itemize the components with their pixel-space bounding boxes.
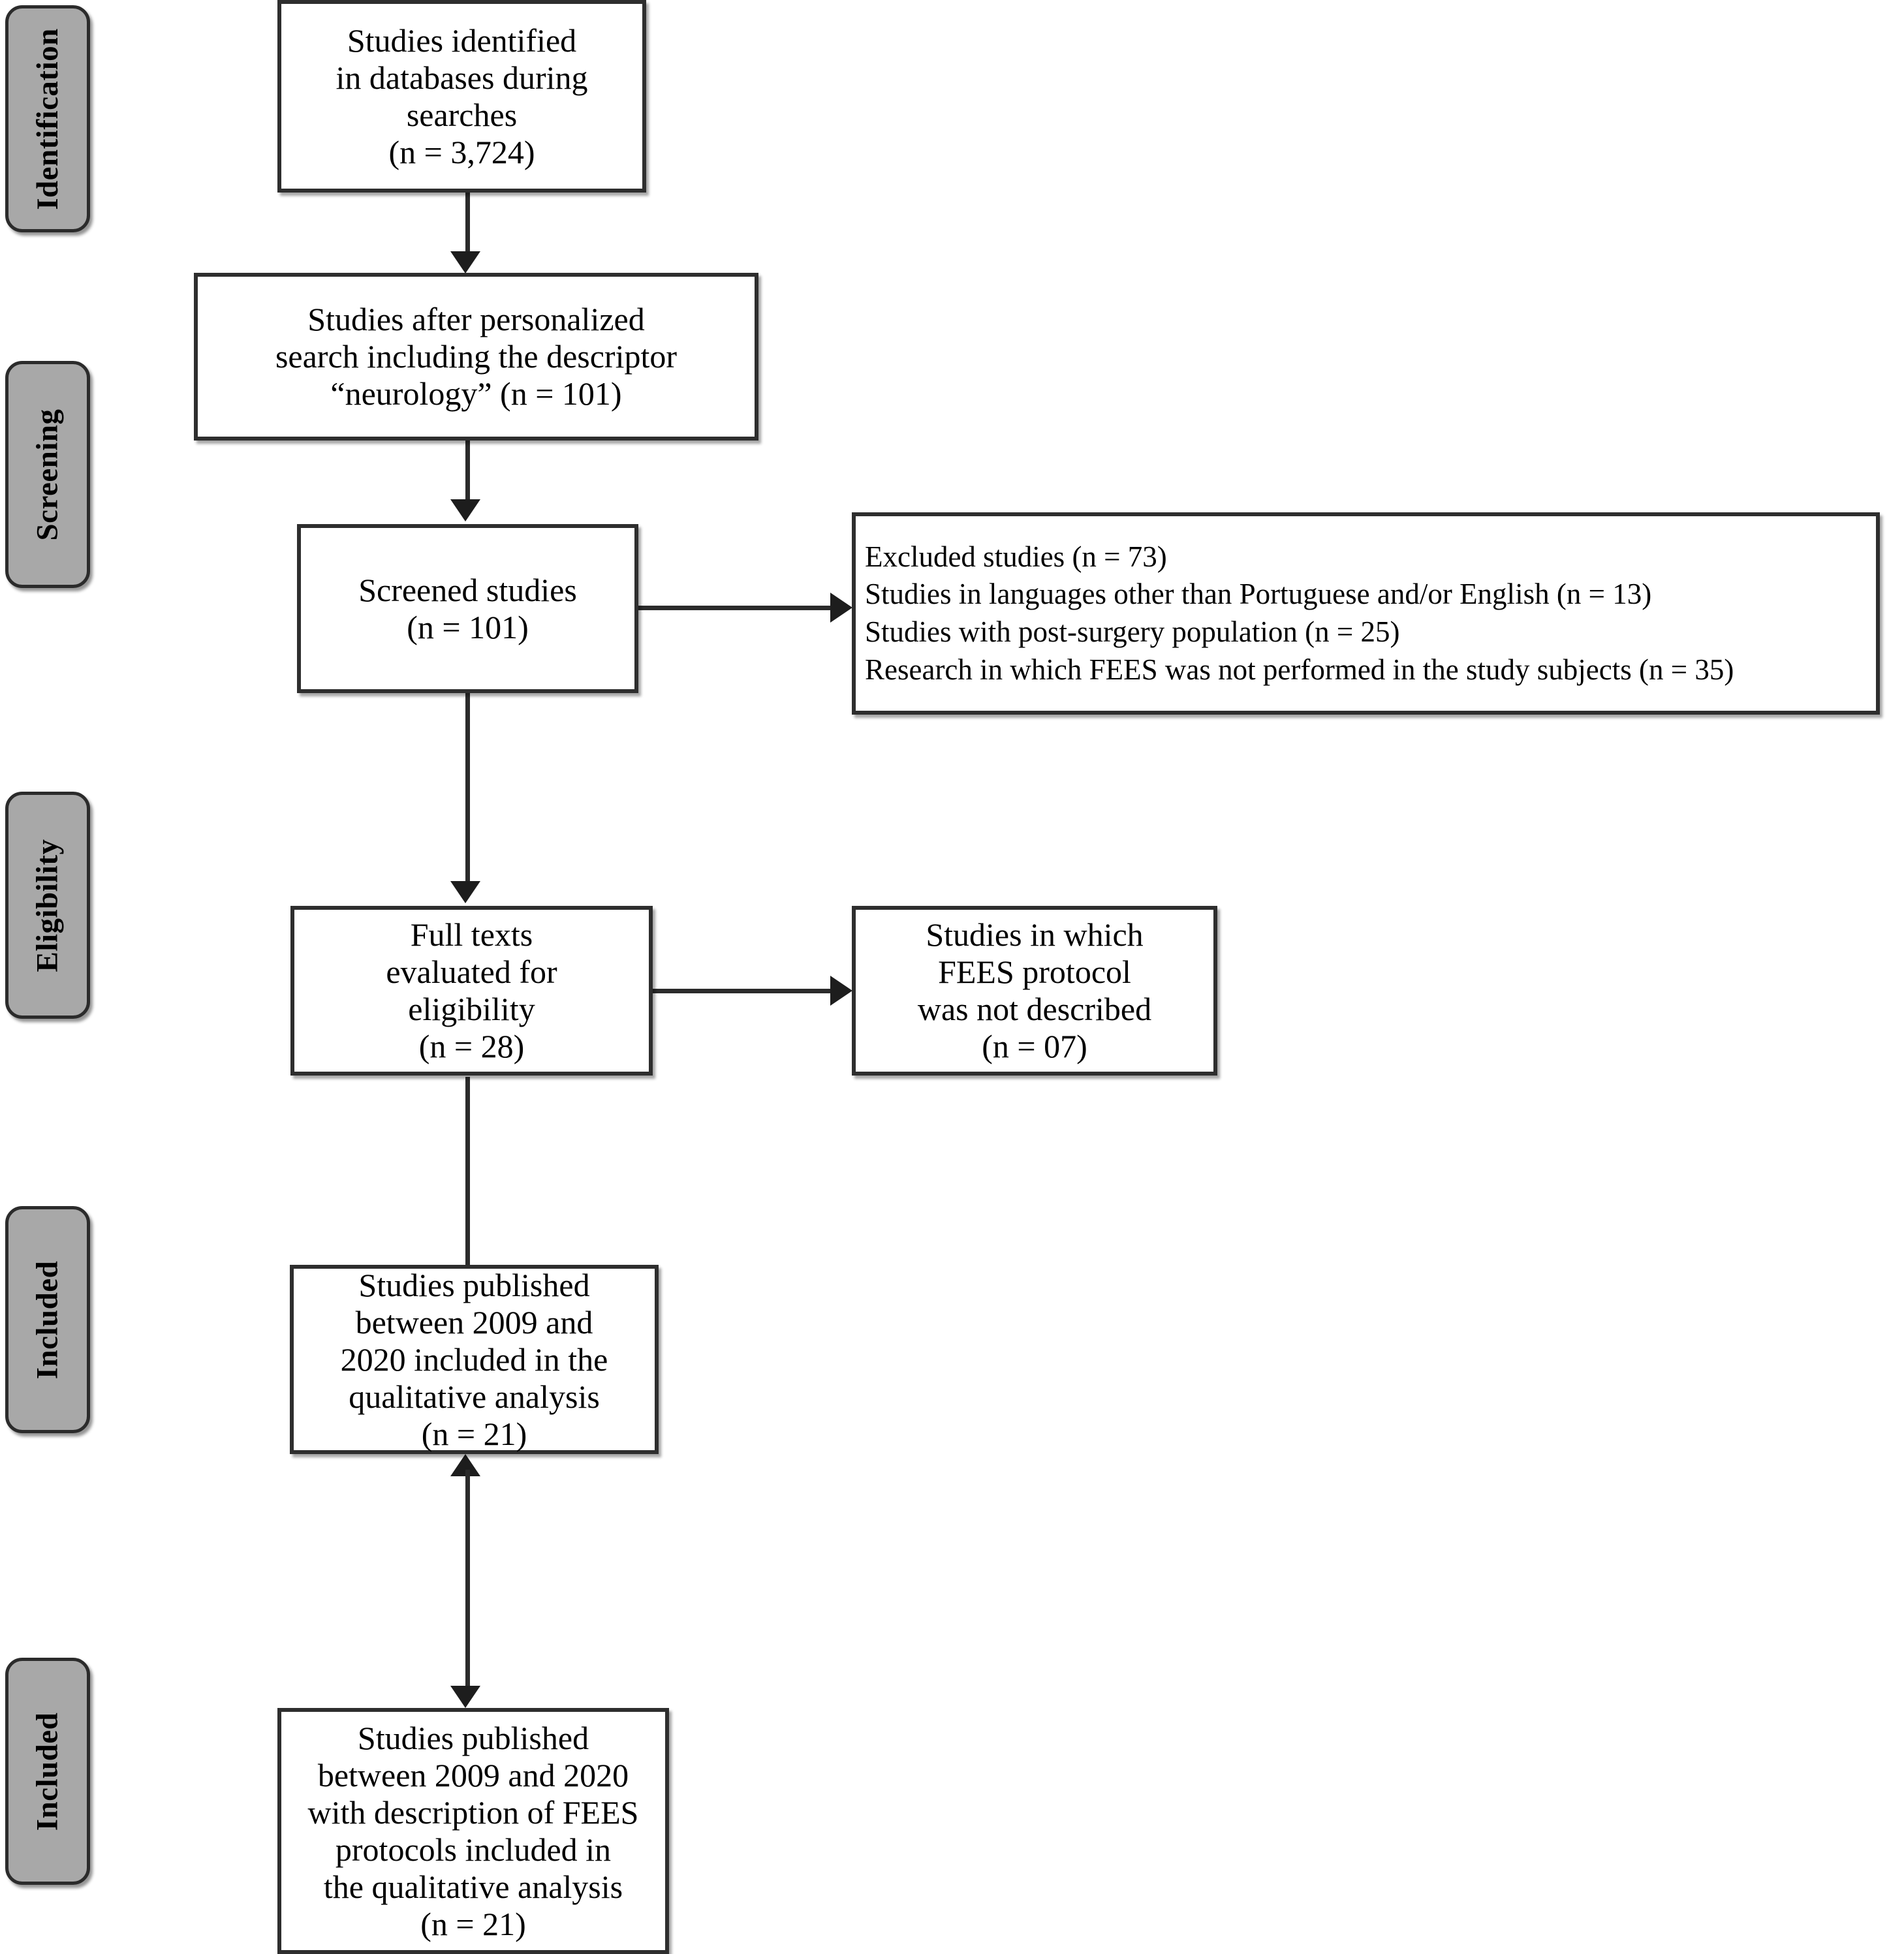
box-fees-protocol-not-described-text: Studies in which FEES protocol was not d… (917, 916, 1152, 1064)
arrowhead-fulltexts-to-noprotocol (830, 976, 852, 1006)
arrowhead-screened-to-fulltexts (450, 881, 480, 903)
stage-tab-screening-label: Screening (30, 408, 65, 541)
stage-tab-identification-label: Identification (30, 27, 65, 210)
box-studies-after-personalized-search-text: Studies after personalized search includ… (275, 301, 678, 412)
box-included-qualitative-analysis: Studies published between 2009 and 2020 … (290, 1265, 659, 1454)
arrowhead-included-qualitative-to-included-protocols (450, 1686, 480, 1708)
arrowhead-personalized-to-screened (450, 499, 480, 521)
box-included-fees-protocols-text: Studies published between 2009 and 2020 … (307, 1719, 639, 1942)
box-full-texts-evaluated-text: Full texts evaluated for eligibility (n … (386, 916, 557, 1064)
stage-tab-included-1: Included (5, 1206, 90, 1433)
box-screened-studies-text: Screened studies (n = 101) (358, 571, 577, 645)
stage-tab-screening: Screening (5, 361, 90, 588)
stage-tab-eligibility-label: Eligibility (30, 839, 65, 972)
connector-screened-to-fulltexts (465, 693, 470, 882)
connector-screened-to-excluded (638, 606, 834, 610)
connector-fulltexts-to-included (465, 1077, 470, 1266)
arrowhead-screened-to-excluded (830, 593, 852, 623)
box-included-qualitative-analysis-text: Studies published between 2009 and 2020 … (340, 1266, 608, 1452)
box-studies-identified: Studies identified in databases during s… (277, 0, 646, 193)
box-excluded-studies: Excluded studies (n = 73) Studies in lan… (852, 512, 1880, 715)
stage-tab-identification: Identification (5, 5, 90, 232)
stage-tab-included-1-label: Included (30, 1260, 65, 1379)
box-included-fees-protocols: Studies published between 2009 and 2020 … (277, 1708, 669, 1954)
stage-tab-included-2: Included (5, 1658, 90, 1885)
box-studies-after-personalized-search: Studies after personalized search includ… (194, 273, 758, 441)
connector-identified-to-personalized (465, 193, 470, 253)
connector-fulltexts-to-noprotocol (653, 989, 834, 993)
stage-tab-eligibility: Eligibility (5, 792, 90, 1019)
box-excluded-studies-text: Excluded studies (n = 73) Studies in lan… (865, 540, 1734, 686)
box-fees-protocol-not-described: Studies in which FEES protocol was not d… (852, 906, 1217, 1076)
stage-tab-included-2-label: Included (30, 1712, 65, 1831)
arrowhead-identified-to-personalized (450, 251, 480, 273)
connector-personalized-to-screened (465, 441, 470, 501)
box-full-texts-evaluated: Full texts evaluated for eligibility (n … (290, 906, 653, 1076)
box-screened-studies: Screened studies (n = 101) (297, 524, 638, 693)
connector-included-bidirectional (465, 1470, 470, 1695)
box-studies-identified-text: Studies identified in databases during s… (336, 22, 588, 170)
